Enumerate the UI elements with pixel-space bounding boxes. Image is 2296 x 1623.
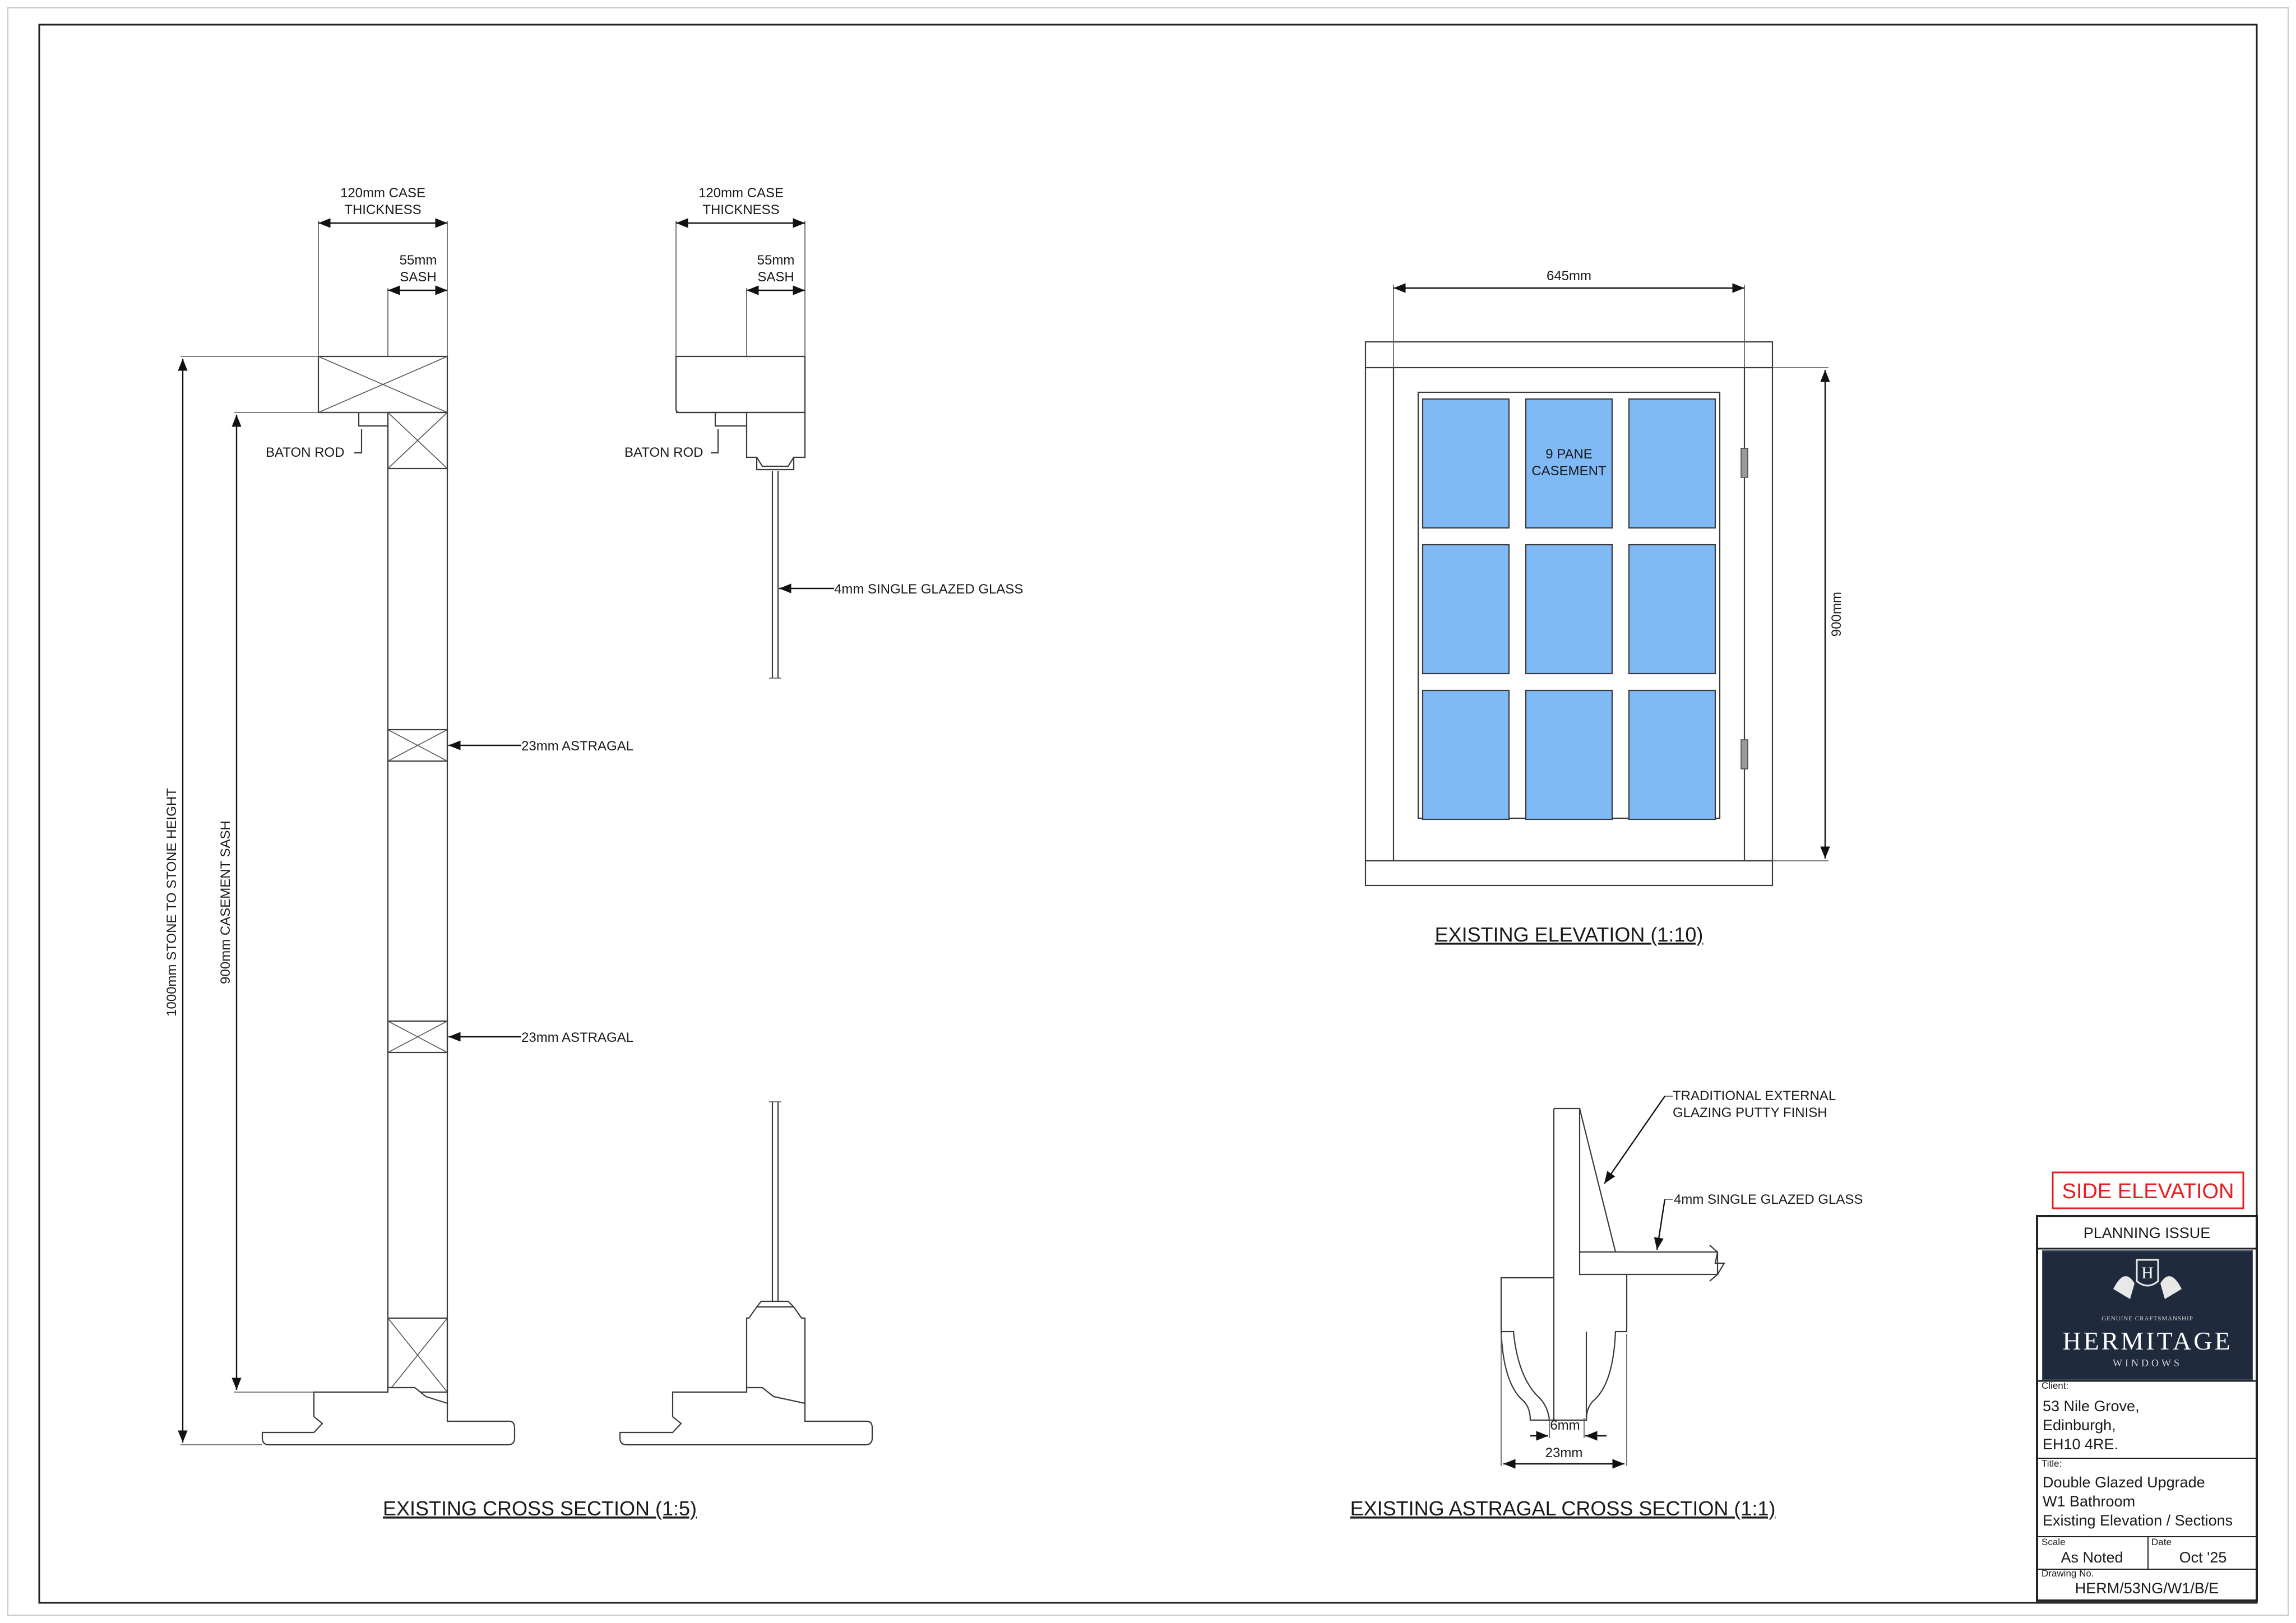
baton-rod-label-2: BATON ROD bbox=[624, 445, 703, 460]
outer-border bbox=[7, 7, 2289, 1616]
casement-sash-label: 900mm CASEMENT SASH bbox=[218, 820, 233, 984]
logo-sub: WINDOWS bbox=[2113, 1357, 2182, 1369]
client-line-1: 53 Nile Grove, bbox=[2043, 1398, 2140, 1415]
planning-status: PLANNING ISSUE bbox=[2084, 1225, 2211, 1241]
cross-section-1 bbox=[178, 218, 521, 1446]
stone-height-label: 1000mm STONE TO STONE HEIGHT bbox=[164, 788, 179, 1017]
glass-label-2: 4mm SINGLE GLAZED GLASS bbox=[834, 582, 1023, 597]
window-elevation bbox=[1364, 283, 1830, 887]
client-caption: Client: bbox=[2042, 1380, 2068, 1391]
title-line-1: Double Glazed Upgrade bbox=[2043, 1474, 2205, 1491]
astragal-dim-6mm: 6mm bbox=[1550, 1418, 1580, 1433]
scale-caption: Scale bbox=[2042, 1537, 2066, 1547]
scale-value: As Noted bbox=[2061, 1549, 2123, 1566]
logo-name: HERMITAGE bbox=[2062, 1327, 2232, 1355]
astragal-glass-label: 4mm SINGLE GLAZED GLASS bbox=[1674, 1192, 1863, 1207]
title-block: H bbox=[2036, 1171, 2258, 1602]
title-line-3: Existing Elevation / Sections bbox=[2043, 1512, 2233, 1529]
cross-section-2 bbox=[619, 218, 873, 1446]
date-caption: Date bbox=[2151, 1537, 2172, 1547]
cross-section-title: EXISTING CROSS SECTION (1:5) bbox=[383, 1497, 697, 1520]
drawing-no-value: HERM/53NG/W1/B/E bbox=[2075, 1580, 2219, 1597]
elevation-title: EXISTING ELEVATION (1:10) bbox=[1435, 923, 1704, 946]
elevation-width-label: 645mm bbox=[1547, 268, 1591, 284]
drawing-no-caption: Drawing No. bbox=[2042, 1568, 2094, 1579]
svg-text:H: H bbox=[2141, 1264, 2154, 1282]
baton-rod-label-1: BATON ROD bbox=[266, 445, 344, 460]
astragal-section bbox=[1500, 1096, 1725, 1469]
logo-tagline: GENUINE CRAFTSMANSHIP bbox=[2101, 1315, 2193, 1322]
elevation-height-label: 900mm bbox=[1829, 592, 1844, 637]
badge-side-elevation: SIDE ELEVATION bbox=[2062, 1180, 2234, 1203]
date-value: Oct '25 bbox=[2179, 1549, 2227, 1566]
title-caption: Title: bbox=[2042, 1458, 2062, 1469]
hermitage-logo bbox=[2043, 1251, 2252, 1380]
astragal-dim-23mm: 23mm bbox=[1545, 1445, 1583, 1460]
astragal-label-2: 23mm ASTRAGAL bbox=[521, 1030, 633, 1045]
astragal-label-1: 23mm ASTRAGAL bbox=[521, 739, 633, 754]
title-line-2: W1 Bathroom bbox=[2043, 1493, 2135, 1510]
client-line-3: EH10 4RE. bbox=[2043, 1436, 2118, 1453]
inner-border bbox=[38, 24, 2258, 1604]
client-line-2: Edinburgh, bbox=[2043, 1417, 2116, 1434]
astragal-title: EXISTING ASTRAGAL CROSS SECTION (1:1) bbox=[1350, 1497, 1776, 1520]
